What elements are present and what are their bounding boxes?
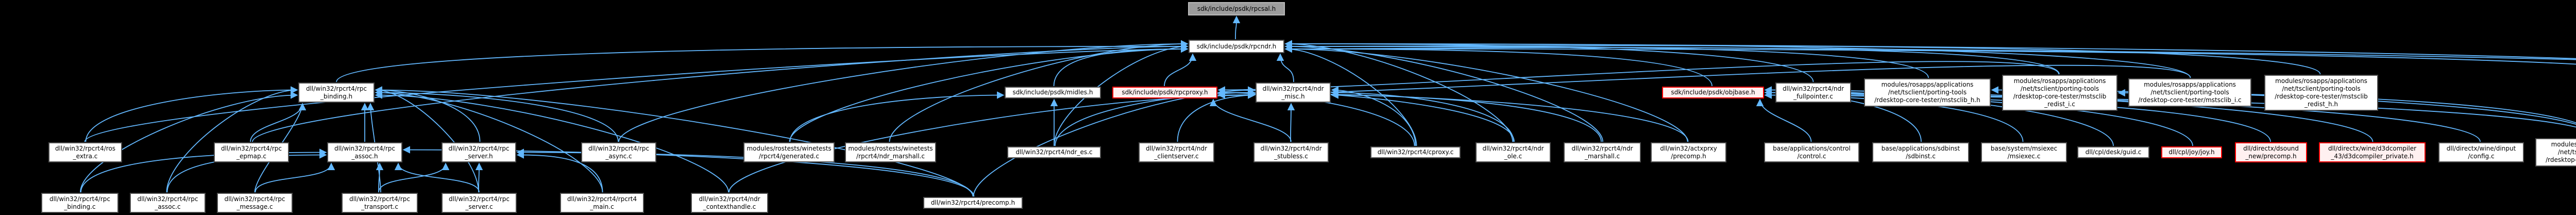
edge-transport_c-server_h	[378, 162, 450, 193]
node-actxprxy[interactable]: dll/win32/actxprxy /precomp.h	[1651, 142, 1726, 162]
node-ndr_misc[interactable]: dll/win32/rpcrt4/ndr _misc.h	[1256, 82, 1331, 103]
edge-uuid_precomp-rpcndr	[1284, 42, 2576, 60]
node-redist_h_h[interactable]: modules/rosapps/applications /net/tsclie…	[2264, 75, 2378, 111]
edge-assoc_c-binding_h	[166, 86, 298, 193]
edge-epmap-rpcndr	[252, 42, 1189, 142]
node-fullpointer[interactable]: dll/win32/rpcrt4/ndr _fullpointer.c	[1775, 82, 1851, 103]
edge-binding_h-rpcndr	[336, 42, 1189, 82]
edge-mstsclib_i_c-rpcproxy	[1217, 64, 2191, 99]
edge-rpcndr-rpcsal	[1232, 15, 1241, 40]
edge-ros_extra-rpcndr	[84, 45, 1189, 142]
node-msiexec[interactable]: base/system/msiexec /msiexec.c	[1981, 142, 2067, 162]
node-joy[interactable]: dll/cpl/joy/joy.h	[2161, 146, 2222, 158]
node-ndr_es[interactable]: dll/win32/rpcrt4/ndr_es.c	[1007, 146, 1101, 158]
edge-rpcrt4_main-server_h	[516, 151, 603, 193]
edge-async_c-rpcndr	[618, 40, 1189, 142]
edge-rpcrt4_main-binding_h	[375, 89, 603, 193]
node-objbase[interactable]: sdk/include/psdk/objbase.h	[1662, 87, 1764, 98]
edge-async_c-binding_h	[375, 89, 619, 142]
edge-generated-rpcndr	[789, 45, 1189, 142]
edge-ndr_misc-rpcndr	[1276, 53, 1294, 82]
node-redist_i_c[interactable]: modules/rosapps/applications /net/tsclie…	[2002, 75, 2117, 111]
node-d3dcompiler[interactable]: dll/directx/wine/d3dcompiler _43/d3dcomp…	[2319, 142, 2426, 162]
edge-control-objbase	[1756, 98, 1812, 142]
node-clientserver[interactable]: dll/win32/rpcrt4/ndr _clientserver.c	[1139, 142, 1214, 162]
node-ctxhandle_c[interactable]: dll/win32/rpcrt4/ndr _contexthandle.c	[691, 193, 768, 213]
node-binding_c[interactable]: dll/win32/rpcrt4/rpc _binding.c	[41, 193, 118, 213]
node-rpcrt4_pre[interactable]: dll/win32/rpcrt4/precomp.h	[923, 197, 1023, 209]
node-sdbinst[interactable]: base/applications/sdbinst /sdbinst.c	[1872, 142, 1969, 162]
node-message_c[interactable]: dll/win32/rpcrt4/rpc _message.c	[217, 193, 293, 213]
node-assoc_c[interactable]: dll/win32/rpcrt4/rpc _assoc.c	[130, 193, 206, 213]
node-dsound[interactable]: dll/directx/dsound _new/precomp.h	[2235, 142, 2307, 162]
node-assoc_h[interactable]: dll/win32/rpcrt4/rpc _assoc.h	[327, 142, 402, 162]
node-ndr_marsh_d[interactable]: dll/win32/rpcrt4/ndr _marshall.c	[1564, 142, 1641, 162]
node-dinput[interactable]: dll/directx/wine/dinput /config.c	[2438, 142, 2524, 162]
edge-rpcproxy-rpcndr	[1164, 53, 1197, 87]
node-mstsclib_i_c[interactable]: modules/rosapps/applications /net/tsclie…	[2128, 78, 2251, 107]
edge-stubless-rpcproxy	[1209, 98, 1292, 142]
node-rpcproxy[interactable]: sdk/include/psdk/rpcproxy.h	[1112, 87, 1217, 98]
edge-ndr_ole-ndr_misc	[1331, 89, 1514, 142]
edge-cproxy-ndr_misc	[1331, 86, 1416, 146]
edge-ctxhandle_c-binding_h	[375, 91, 729, 193]
edge-message_c-assoc_h	[255, 162, 335, 193]
edge-fxtelemetry-rpcndr	[1284, 40, 2576, 59]
node-mstsclib_h_h[interactable]: modules/rosapps/applications /net/tsclie…	[1864, 78, 1991, 107]
edge-server_c-assoc_h	[394, 162, 480, 193]
node-binding_h[interactable]: dll/win32/rpcrt4/rpc _binding.h	[298, 82, 375, 103]
node-control[interactable]: base/applications/control /control.c	[1764, 142, 1859, 162]
node-ndr_marsh_t[interactable]: modules/rostests/winetests /rpcrt4/ndr_m…	[845, 142, 936, 162]
node-rpcrt4_main[interactable]: dll/win32/rpcrt4/rpcrt4 _main.c	[560, 193, 644, 213]
node-ndr_ole[interactable]: dll/win32/rpcrt4/ndr _ole.c	[1476, 142, 1551, 162]
node-async_c[interactable]: dll/win32/rpcrt4/rpc _async.c	[581, 142, 656, 162]
node-server_h[interactable]: dll/win32/rpcrt4/rpc _server.h	[442, 142, 516, 162]
edge-cproxy-rpcproxy	[1217, 89, 1415, 146]
node-rpcsal[interactable]: sdk/include/psdk/rpcsal.h	[1188, 2, 1285, 15]
node-ros_extra[interactable]: dll/win32/rpcrt4/ros _extra.c	[48, 142, 122, 162]
node-generated[interactable]: modules/rostests/winetests /rpcrt4/gener…	[743, 142, 835, 162]
edge-ndr_marsh_d-rpcndr	[1284, 42, 1603, 142]
node-stubless[interactable]: dll/win32/rpcrt4/ndr _stubless.c	[1253, 142, 1329, 162]
edge-transport_c-assoc_h	[376, 162, 384, 193]
edge-ros_extra-binding_h	[85, 86, 298, 142]
node-cproxy[interactable]: dll/win32/rpcrt4/cproxy.c	[1370, 146, 1461, 158]
edge-generated-midles	[789, 91, 1005, 142]
node-guid[interactable]: dll/cpl/desk/guid.c	[2077, 146, 2149, 158]
edge-rpcrt4_pre-binding_h	[375, 86, 974, 197]
node-rpcndr[interactable]: sdk/include/psdk/rpcndr.h	[1189, 40, 1284, 53]
edge-ctx_h-rpcndr	[1284, 45, 2576, 65]
edge-ctxhandle_c-ndr_misc	[728, 91, 1256, 193]
node-transport_c[interactable]: dll/win32/rpcrt4/rpc _transport.c	[342, 193, 418, 213]
node-server_c[interactable]: dll/win32/rpcrt4/rpc _server.c	[442, 193, 517, 213]
edge-ndr_es-rpcndr	[1054, 42, 1189, 146]
node-epmap[interactable]: dll/win32/rpcrt4/rpc _epmap.c	[214, 142, 289, 162]
node-midles[interactable]: sdk/include/psdk/midles.h	[1005, 87, 1101, 98]
node-activex[interactable]: modules/rosapps/applications /net/tsclie…	[2535, 138, 2576, 167]
edge-actxprxy-rpcndr	[1284, 45, 1688, 142]
